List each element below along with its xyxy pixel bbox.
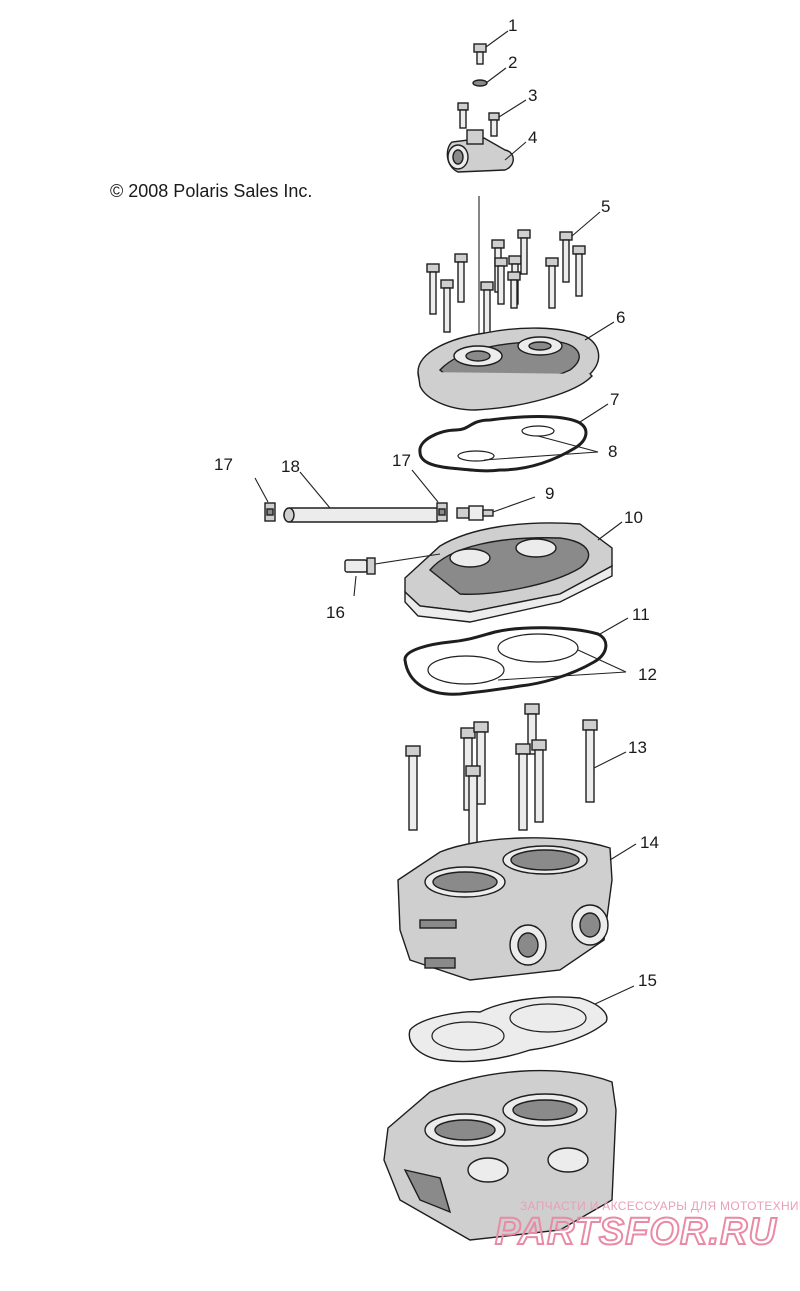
part-6-head-cover	[417, 327, 600, 411]
part-15-base-gasket	[408, 996, 608, 1063]
part-16-fitting	[344, 557, 376, 575]
callout-8: 8	[608, 442, 617, 461]
part-4-water-outlet	[446, 129, 514, 173]
callout-5: 5	[601, 197, 610, 216]
callout-15: 15	[638, 971, 657, 990]
part-2-washer	[472, 79, 488, 87]
callout-17-right: 17	[392, 451, 411, 470]
part-12-liners	[427, 633, 579, 685]
part-9-fitting	[456, 505, 494, 521]
part-3-bolts	[457, 102, 500, 137]
part-14-cylinder-block	[397, 837, 613, 981]
callout-labels: 1 2 3 4 5 6 7 8 9 10 11 12 13 14 15 16 1…	[214, 16, 659, 990]
part-17-clip-left	[264, 502, 276, 522]
copyright-notice: © 2008 Polaris Sales Inc.	[110, 181, 312, 201]
part-11-o-ring	[403, 626, 608, 696]
part-13-cylinder-bolts	[405, 703, 598, 847]
part-7-gasket	[418, 415, 588, 473]
part-18-tube	[283, 507, 443, 523]
callout-18: 18	[281, 457, 300, 476]
callout-7: 7	[610, 390, 619, 409]
watermark: ЗАПЧАСТИ И АКСЕССУАРЫ ДЛЯ МОТОТЕХНИКИ PA…	[494, 1199, 800, 1254]
callout-4: 4	[528, 128, 537, 147]
callout-13: 13	[628, 738, 647, 757]
callout-1: 1	[508, 16, 517, 35]
watermark-tagline: ЗАПЧАСТИ И АКСЕССУАРЫ ДЛЯ МОТОТЕХНИКИ	[520, 1199, 800, 1213]
watermark-brand: PARTSFOR.RU	[495, 1211, 777, 1253]
callout-16: 16	[326, 603, 345, 622]
callout-10: 10	[624, 508, 643, 527]
callout-11: 11	[632, 605, 650, 624]
callout-14: 14	[640, 833, 659, 852]
leader-lines	[254, 30, 637, 1005]
crankcase	[383, 1069, 617, 1241]
callout-17-left: 17	[214, 455, 233, 474]
callout-6: 6	[616, 308, 625, 327]
part-17-clip-right	[436, 502, 448, 522]
part-5-head-bolts	[426, 229, 586, 335]
part-15-gasket-bores	[431, 1003, 587, 1051]
callout-2: 2	[508, 53, 517, 72]
part-10-cylinder-head	[404, 522, 613, 623]
callout-3: 3	[528, 86, 537, 105]
callout-9: 9	[545, 484, 554, 503]
part-1-bolt	[473, 43, 487, 65]
callout-12: 12	[638, 665, 657, 684]
